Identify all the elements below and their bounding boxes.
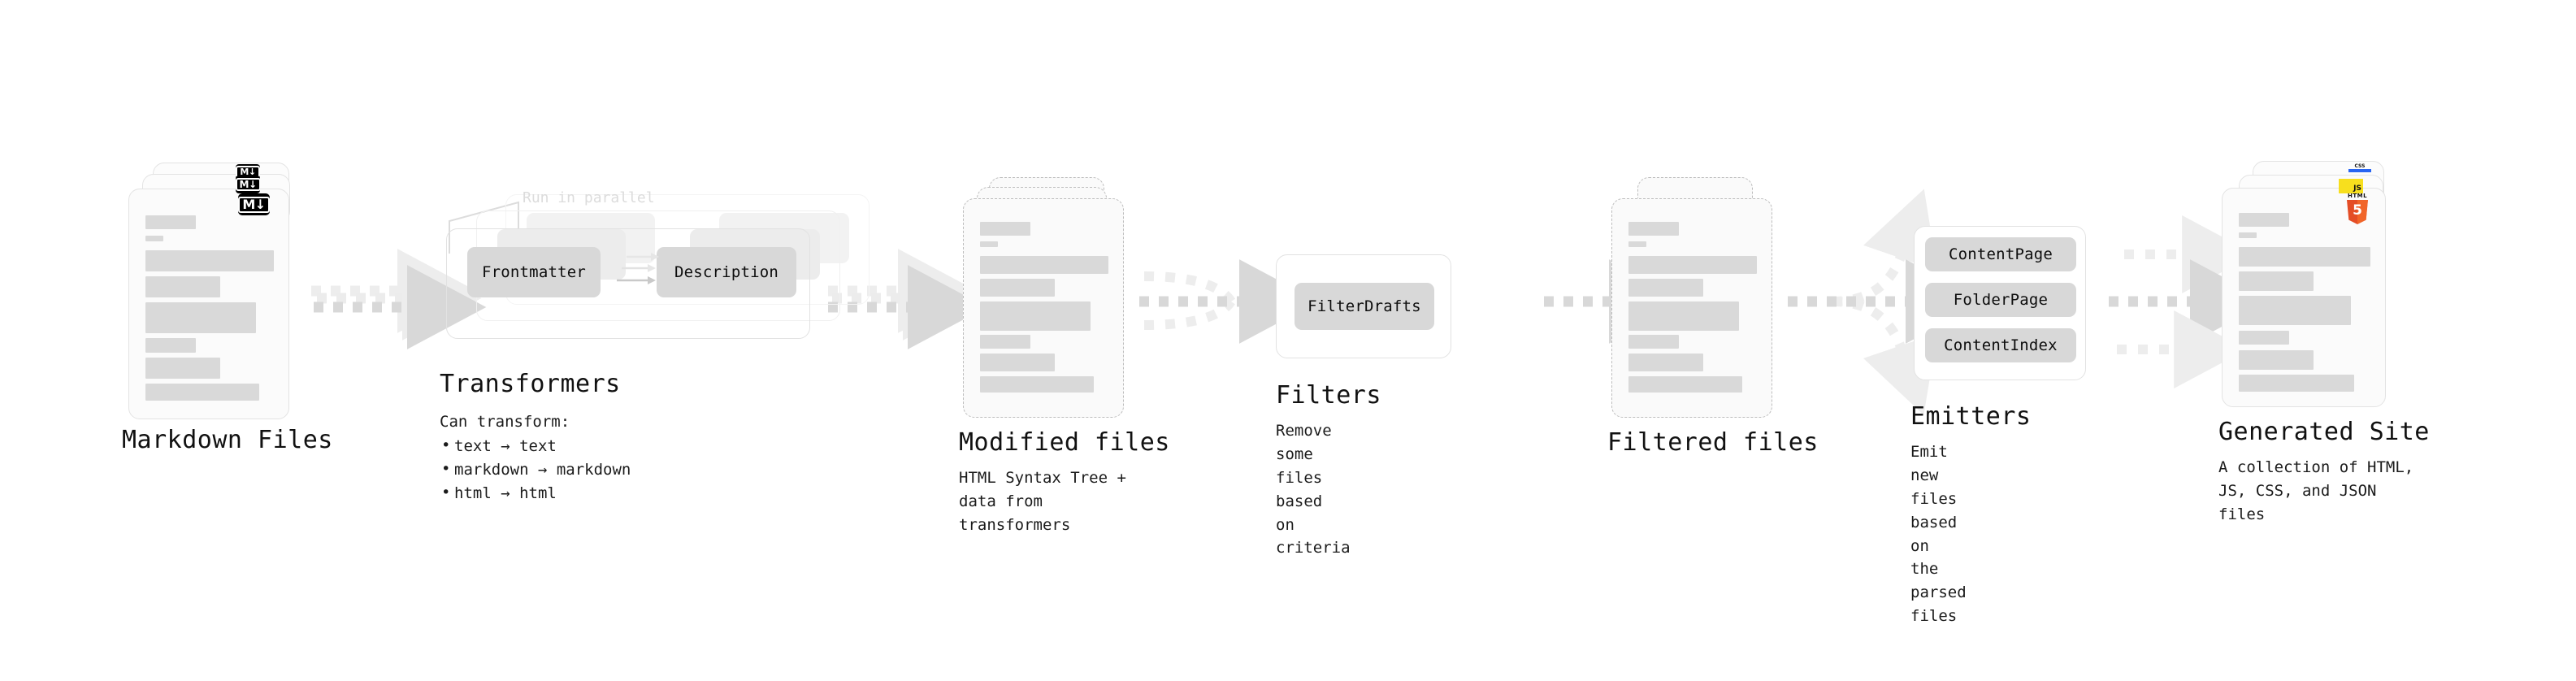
skeleton-bar [145, 250, 274, 271]
stage-title-transformers: Transformers [440, 370, 621, 398]
skeleton-bar [145, 302, 256, 333]
filters-description: Remove some files based on criteria [1276, 422, 1351, 557]
transformer-group-front[interactable]: Frontmatter Description [446, 228, 810, 339]
emitter-chip-contentpage[interactable]: ContentPage [1925, 237, 2076, 271]
transformer-inner-arrows [617, 253, 659, 284]
skeleton-bar [1628, 354, 1703, 371]
modified-files-description: HTML Syntax Tree + data from transformer… [959, 469, 1126, 534]
skeleton-bar [2239, 375, 2354, 392]
html5-icon-number: 5 [2353, 202, 2362, 219]
list-item: html → html [440, 481, 631, 505]
stage-title-filtered-files: Filtered files [1607, 428, 1819, 457]
skeleton-bar [1628, 241, 1646, 247]
skeleton-bar [2239, 331, 2289, 345]
stage-title-markdown-files: Markdown Files [122, 426, 333, 454]
transformer-chip-description[interactable]: Description [657, 247, 796, 297]
skeleton-bar [2239, 296, 2351, 325]
filter-group[interactable]: FilterDrafts [1276, 254, 1451, 358]
skeleton-bar [145, 384, 259, 401]
markdown-icon: M↓ [238, 193, 270, 215]
css3-icon-label: CSS [2354, 163, 2366, 169]
stage-modified-files: Modified files HTML Syntax Tree + data f… [959, 177, 1169, 534]
stage-title-modified-files: Modified files [959, 428, 1170, 457]
modified-card-body [964, 199, 1123, 417]
skeleton-bar [145, 358, 220, 379]
list-item: markdown → markdown [440, 458, 631, 482]
transformers-desc-list: text → text markdown → markdown html → h… [440, 433, 631, 506]
skeleton-bar [2239, 213, 2289, 227]
stage-title-filters: Filters [1276, 381, 1381, 410]
transformers-desc-lead: Can transform: [440, 413, 570, 431]
skeleton-bar [1628, 256, 1757, 274]
skeleton-bar [980, 354, 1055, 371]
connector-modified-to-filters [1139, 259, 1319, 344]
site-card-front-html [2222, 188, 2386, 407]
skeleton-bar [1628, 222, 1679, 236]
skeleton-bar [145, 338, 196, 353]
css3-icon: CSS [2348, 164, 2371, 172]
js-icon-label: JS [2353, 184, 2361, 193]
skeleton-bar [980, 335, 1030, 349]
skeleton-bar [1628, 376, 1742, 393]
skeleton-bar [980, 279, 1055, 297]
emitter-group[interactable]: ContentPage FolderPage ContentIndex [1914, 226, 2086, 380]
skeleton-bar [980, 376, 1094, 393]
skeleton-bar [1628, 301, 1739, 331]
stage-generated-site: CSS JS HTML 5 Generated Site A collectio… [2218, 161, 2430, 523]
filtered-card-front [1611, 198, 1772, 418]
transformers-description: Can transform: text → text markdown → ma… [440, 410, 631, 506]
skeleton-bar [2239, 247, 2370, 267]
emitters-description: Emit new files based on the parsed files [1910, 443, 1967, 626]
skeleton-bar [980, 222, 1030, 236]
skeleton-bar [2239, 232, 2257, 238]
html5-icon: HTML 5 [2347, 193, 2368, 224]
filtered-card-body [1612, 199, 1772, 417]
stage-markdown-files: M↓ M↓ M↓ Markdown Files [122, 163, 332, 454]
connector-emitters-to-site [2109, 215, 2270, 388]
modified-card-front [963, 198, 1124, 418]
modified-file-stack [959, 177, 1146, 437]
list-item: text → text [440, 433, 631, 458]
css3-icon-bar [2348, 169, 2371, 172]
filter-chip-filterdrafts[interactable]: FilterDrafts [1295, 283, 1434, 330]
markdown-icon-back-1: M↓ [236, 176, 260, 193]
html5-icon-shield: 5 [2347, 200, 2368, 224]
connector-markdown-to-transformers [311, 249, 487, 349]
skeleton-bar [1628, 335, 1679, 349]
js-icon: JS [2339, 179, 2363, 193]
skeleton-bar [145, 276, 220, 297]
emitter-chip-folderpage[interactable]: FolderPage [1925, 283, 2076, 317]
site-card-body [2223, 189, 2385, 406]
skeleton-bar [2239, 350, 2314, 370]
stage-title-emitters: Emitters [1910, 402, 2032, 431]
skeleton-bar [980, 241, 998, 247]
stage-filtered-files: Filtered files [1607, 177, 1818, 457]
markdown-card-front [128, 189, 289, 419]
generated-site-description: A collection of HTML, JS, CSS, and JSON … [2218, 458, 2414, 523]
filtered-file-stack [1607, 177, 1794, 437]
markdown-file-stack: M↓ M↓ M↓ [122, 163, 317, 431]
stage-title-generated-site: Generated Site [2218, 418, 2430, 446]
skeleton-bar [980, 256, 1108, 274]
skeleton-bar [145, 215, 196, 229]
run-in-parallel-label: Run in parallel [523, 189, 655, 206]
html5-icon-cap: HTML [2347, 193, 2368, 199]
skeleton-bar [2239, 271, 2314, 291]
transformer-chip-frontmatter[interactable]: Frontmatter [467, 247, 601, 297]
markdown-card-body [129, 189, 288, 419]
skeleton-bar [145, 236, 163, 241]
generated-site-stack: CSS JS HTML 5 [2218, 161, 2430, 429]
skeleton-bar [980, 301, 1091, 331]
connector-filtered-to-emitters [1788, 189, 1985, 415]
skeleton-bar [1628, 279, 1703, 297]
emitter-chip-contentindex[interactable]: ContentIndex [1925, 328, 2076, 362]
